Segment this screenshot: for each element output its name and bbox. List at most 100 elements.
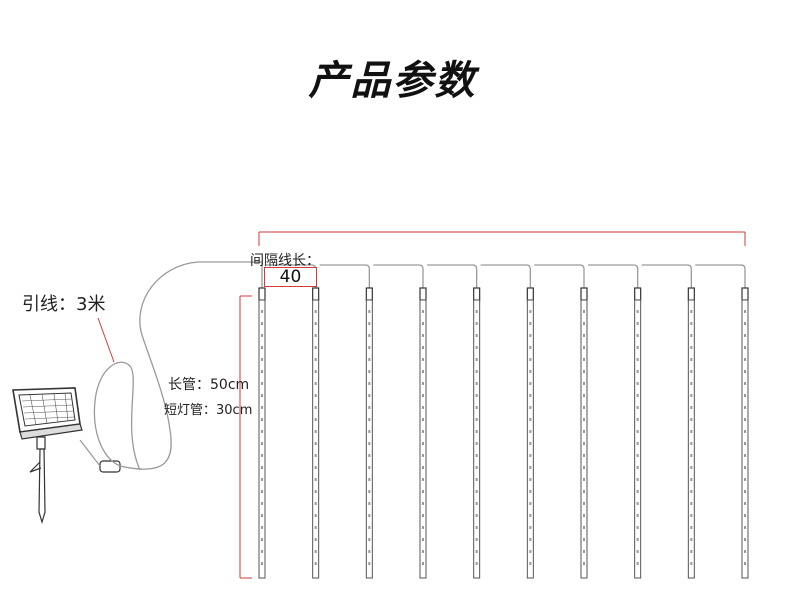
led-dot	[529, 526, 532, 529]
led-dot	[583, 358, 585, 361]
led-dot	[422, 310, 424, 313]
led-dot	[529, 346, 532, 349]
led-dot	[529, 358, 532, 361]
led-dot	[368, 322, 371, 325]
led-dot	[368, 550, 371, 553]
tube-body	[634, 299, 642, 579]
led-dot	[314, 562, 317, 565]
led-dot	[583, 442, 585, 445]
led-dot	[314, 430, 317, 433]
led-dot	[314, 358, 317, 361]
led-dot	[529, 310, 532, 313]
led-dot	[475, 454, 478, 457]
led-dot	[368, 406, 371, 409]
led-dot	[636, 334, 639, 337]
led-dot	[744, 394, 746, 397]
tube-cap	[580, 287, 588, 301]
led-dot	[690, 442, 693, 445]
led-dot	[422, 346, 424, 349]
solar-panel-icon	[12, 387, 83, 525]
led-dot	[261, 490, 263, 493]
tube-cap	[419, 287, 427, 301]
led-dot	[583, 526, 585, 529]
led-dot	[744, 514, 746, 517]
led-dot	[690, 466, 693, 469]
meteor-tube	[687, 287, 695, 579]
led-dot	[314, 334, 317, 337]
led-dot	[744, 334, 746, 337]
led-dot	[744, 490, 746, 493]
long-tube-label: 长管：50cm	[168, 377, 250, 393]
led-dot	[583, 490, 585, 493]
led-dot	[583, 550, 585, 553]
led-dot	[422, 514, 424, 517]
led-dot	[744, 358, 746, 361]
led-dot	[690, 358, 693, 361]
led-dot	[261, 454, 263, 457]
led-dot	[744, 442, 746, 445]
led-dot	[583, 382, 585, 385]
led-dot	[475, 490, 478, 493]
led-dot	[314, 442, 317, 445]
led-dot	[529, 514, 532, 517]
tube-body	[741, 299, 749, 579]
led-dot	[690, 454, 693, 457]
led-dot	[368, 526, 371, 529]
led-dot	[475, 514, 478, 517]
led-dot	[314, 370, 317, 373]
led-dot	[368, 382, 371, 385]
led-dot	[261, 514, 263, 517]
meteor-tube	[365, 287, 373, 579]
tube-body	[526, 299, 534, 579]
led-dot	[368, 334, 371, 337]
strip-wire	[260, 261, 746, 288]
led-dot	[422, 394, 424, 397]
total-width-dimension	[258, 231, 746, 246]
led-dot	[475, 310, 478, 313]
led-dot	[314, 514, 317, 517]
led-dot	[314, 346, 317, 349]
led-dot	[475, 382, 478, 385]
tube-body	[312, 299, 320, 579]
meteor-tube	[258, 287, 266, 579]
led-dot	[368, 418, 371, 421]
led-dot	[261, 382, 263, 385]
tube-body	[473, 299, 481, 579]
led-dot	[744, 418, 746, 421]
led-dot	[368, 346, 371, 349]
led-dot	[744, 310, 746, 313]
led-dot	[475, 466, 478, 469]
led-dot	[422, 562, 424, 565]
led-dot	[368, 370, 371, 373]
led-dot	[529, 478, 532, 481]
led-dot	[690, 418, 693, 421]
led-dot	[583, 310, 585, 313]
led-dot	[475, 418, 478, 421]
led-dot	[636, 466, 639, 469]
led-dot	[261, 538, 263, 541]
led-dot	[368, 514, 371, 517]
led-dot	[368, 478, 371, 481]
tube-body	[580, 299, 588, 579]
led-dot	[314, 466, 317, 469]
tube-body	[258, 299, 266, 579]
led-dot	[690, 550, 693, 553]
led-dot	[368, 358, 371, 361]
led-dot	[368, 394, 371, 397]
led-dot	[690, 538, 693, 541]
led-dot	[636, 478, 639, 481]
led-dot	[744, 322, 746, 325]
spacing-label: 间隔线长：	[250, 253, 320, 269]
led-dot	[422, 430, 424, 433]
led-dot	[529, 490, 532, 493]
led-dot	[314, 322, 317, 325]
led-dot	[690, 334, 693, 337]
led-dot	[636, 454, 639, 457]
led-dot	[690, 406, 693, 409]
led-dot	[261, 562, 263, 565]
led-dot	[744, 466, 746, 469]
led-dot	[636, 382, 639, 385]
led-dot	[744, 370, 746, 373]
led-dot	[744, 454, 746, 457]
led-dot	[636, 538, 639, 541]
